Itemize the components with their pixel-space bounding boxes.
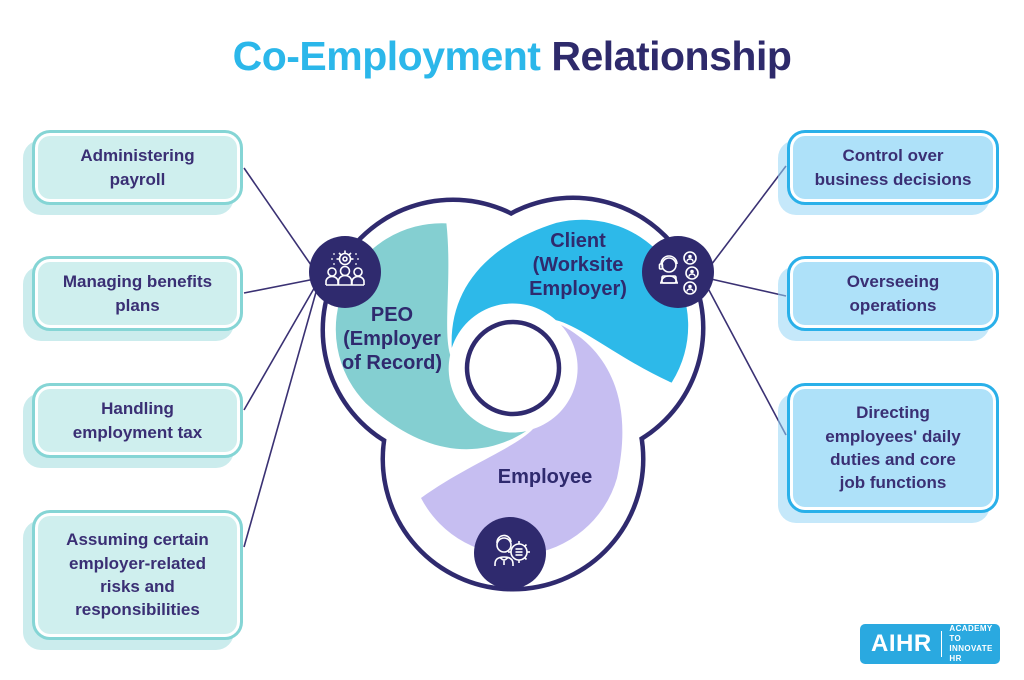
label-line: of Record): [342, 352, 442, 374]
employee-arm: [421, 325, 623, 556]
box-line: Control over: [842, 146, 944, 166]
client-arm: [451, 219, 689, 383]
swirl-arms: [335, 219, 689, 556]
connector-left-4: [243, 277, 321, 548]
label-line: Client: [550, 230, 606, 252]
label-line: PEO: [370, 304, 414, 326]
box-line: operations: [849, 295, 937, 315]
aihr-logo-brand: AIHR: [871, 630, 932, 657]
connector-right-3: [701, 276, 787, 436]
box-line: payroll: [109, 169, 166, 189]
client-label: Client (Worksite Employer): [529, 229, 627, 301]
peo-arm: [335, 223, 527, 450]
connector-left-2: [243, 277, 321, 294]
box-line: employer-related: [69, 553, 206, 573]
label-line: Employer): [529, 278, 627, 300]
title-rest: Relationship: [540, 33, 792, 79]
aihr-logo: AIHR ACADEMY TO INNOVATE HR: [860, 624, 1000, 664]
right-box-overseeing-operations: Overseeing operations: [787, 256, 999, 331]
box-line: Overseeing: [846, 272, 940, 292]
manager-with-laptop-and-people-icon: [658, 251, 699, 295]
box-line: Assuming certain: [66, 530, 209, 550]
box-line: plans: [115, 295, 160, 315]
connector-left-3: [243, 277, 321, 411]
box-line: risks and: [100, 577, 175, 596]
box-line: employment tax: [72, 422, 203, 442]
center-hub: [452, 307, 574, 429]
page-title: Co-Employment Relationship: [0, 33, 1024, 80]
worker-with-gear-icon: [494, 534, 530, 566]
label-line: Employee: [497, 466, 593, 488]
client-node: [642, 236, 714, 308]
left-box-managing-benefits: Managing benefits plans: [32, 256, 243, 331]
peo-node: [309, 236, 381, 308]
left-box-handling-tax: Handling employment tax: [32, 383, 243, 458]
connector-lines: [243, 165, 787, 548]
employee-label: Employee: [498, 465, 592, 489]
box-line: Managing benefits: [62, 272, 213, 292]
tagline-line: INNOVATE HR: [949, 644, 993, 663]
right-box-control-decisions: Control over business decisions: [787, 130, 999, 205]
employee-node: [474, 517, 546, 589]
box-line: job functions: [839, 473, 947, 493]
box-line: duties and core: [830, 450, 956, 469]
tagline-line: ACADEMY TO: [949, 624, 993, 643]
box-line: Handling: [101, 399, 174, 419]
box-line: Directing: [856, 403, 930, 423]
peo-label: PEO (Employer of Record): [342, 303, 442, 375]
label-line: (Employer: [343, 328, 441, 350]
box-line: Administering: [80, 146, 195, 166]
left-box-assuming-risks: Assuming certain employer-related risks …: [32, 510, 243, 640]
box-line: employees' daily: [825, 426, 961, 446]
label-line: (Worksite: [532, 254, 624, 276]
connector-left-1: [243, 167, 321, 279]
box-line: business decisions: [814, 169, 972, 189]
connector-right-1: [701, 165, 787, 278]
left-box-administering-payroll: Administering payroll: [32, 130, 243, 205]
title-highlight: Co-Employment: [232, 33, 541, 79]
connector-right-2: [701, 276, 787, 297]
aihr-logo-tagline: ACADEMY TO INNOVATE HR: [942, 624, 1000, 664]
team-with-gear-icon: [325, 250, 365, 286]
logo-divider: [940, 631, 943, 657]
right-box-directing-duties: Directing employees' daily duties and co…: [787, 383, 999, 513]
box-line: responsibilities: [75, 600, 200, 620]
